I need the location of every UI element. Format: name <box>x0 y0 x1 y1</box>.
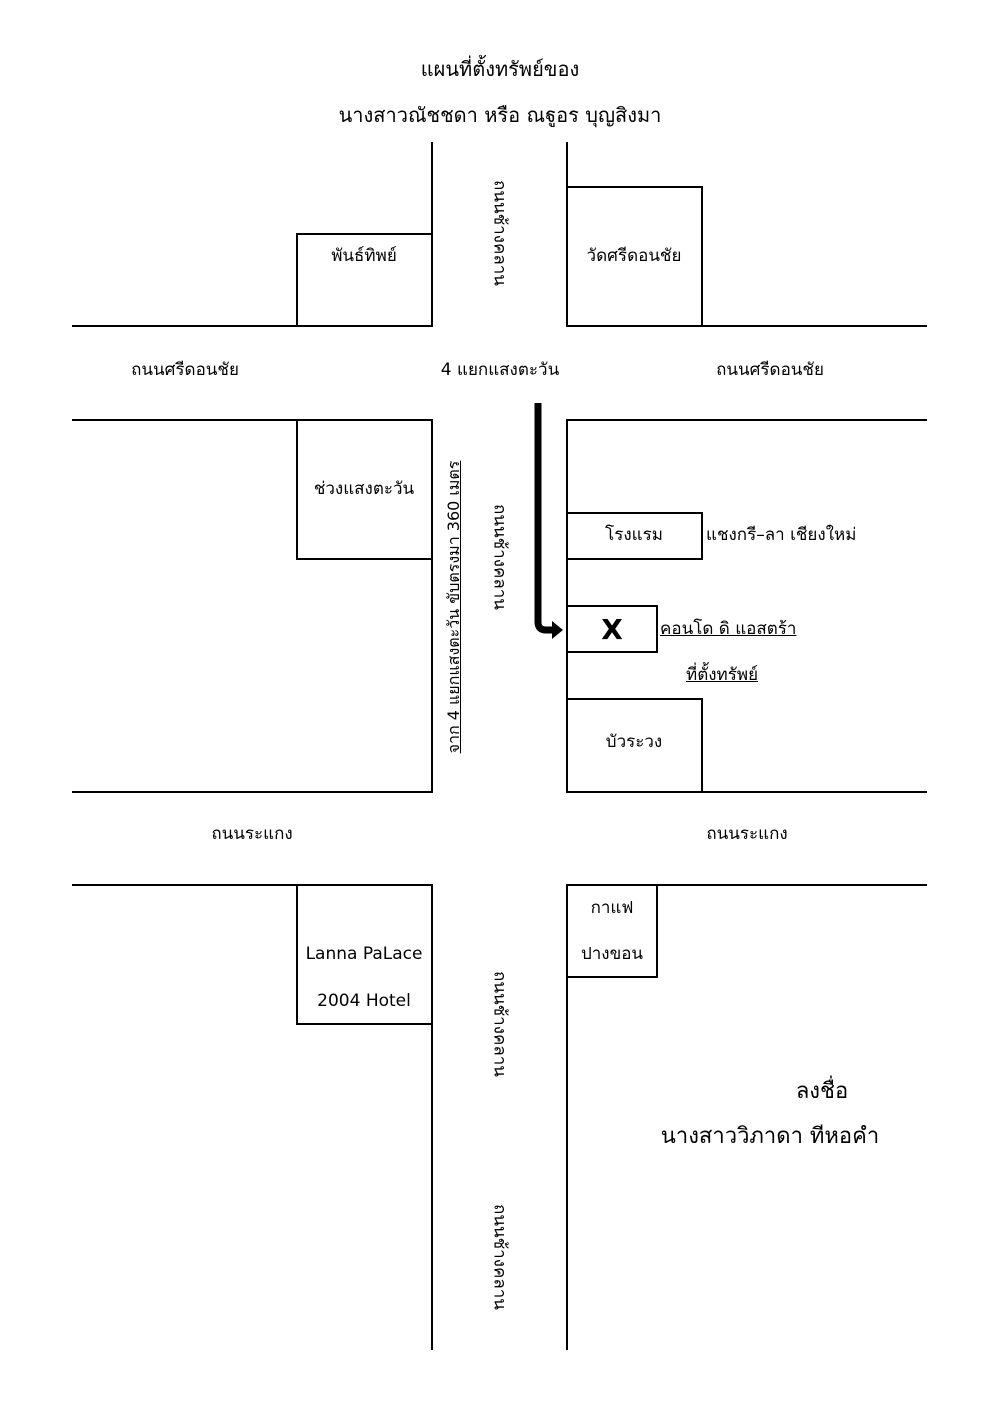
box-wat-sridonchai <box>566 186 703 327</box>
route-arrowhead <box>552 621 563 639</box>
box-lanna-palace <box>296 884 433 1025</box>
target-x-mark: X <box>601 613 623 646</box>
place-lanna-palace-1: Lanna PaLace <box>305 944 423 964</box>
road-label-changklan-3: ถนนช้างคลาน <box>489 971 510 1077</box>
place-wat-sridonchai: วัดศรีดอนชัย <box>586 246 682 266</box>
place-cafe-1: กาแฟ <box>590 898 634 918</box>
road-label-sridonchai-right: ถนนศรีดอนชัย <box>716 360 824 380</box>
road-label-changklan-1: ถนนช้างคลาน <box>489 180 510 286</box>
road-label-rakaeng-left: ถนนระแกง <box>211 824 293 844</box>
owner-name: นางสาวณัชชดา หรือ ณฐูอร บุญสิงมา <box>338 103 662 127</box>
place-buarawong: บัวระวง <box>605 732 663 752</box>
box-hotel <box>566 512 703 560</box>
route-arrow <box>534 403 553 634</box>
road-label-changklan-4: ถนนช้างคลาน <box>489 1204 510 1310</box>
road-edge <box>72 419 433 793</box>
road-edge <box>566 142 927 327</box>
signature-label: ลงชื่อ <box>795 1079 849 1104</box>
place-cafe-2: ปางขอน <box>580 944 644 964</box>
box-condo <box>566 605 658 653</box>
box-chuang-saengtawan <box>296 419 433 560</box>
condo-name: คอนโด ดิ แอสตร้า <box>660 619 797 639</box>
place-chuang-saengtawan: ช่วงแสงตะวัน <box>313 479 415 499</box>
signature-name: นางสาววิภาดา ทีหอคำ <box>660 1124 880 1149</box>
place-lanna-palace-2: 2004 Hotel <box>317 991 411 1011</box>
property-label: ที่ตั้งทรัพย์ <box>686 665 759 685</box>
direction-note: จาก 4 แยกแสงตะวัน ขับตรงมา 360 เมตร <box>444 460 463 754</box>
box-cafe <box>566 884 658 978</box>
map-title: แผนที่ตั้งทรัพย์ของ <box>420 57 580 81</box>
box-buarawong <box>566 698 703 793</box>
road-label-rakaeng-right: ถนนระแกง <box>706 824 788 844</box>
box-phanthip <box>296 233 433 327</box>
road-label-changklan-2: ถนนช้างคลาน <box>489 504 510 610</box>
place-phanthip: พันธ์ทิพย์ <box>331 246 397 266</box>
place-hotel: โรงแรม <box>605 525 663 545</box>
road-label-sridonchai-left: ถนนศรีดอนชัย <box>131 360 239 380</box>
place-hotel-name: แชงกรี–ลา เชียงใหม่ <box>706 525 857 545</box>
intersection-label: 4 แยกแสงตะวัน <box>440 360 560 380</box>
